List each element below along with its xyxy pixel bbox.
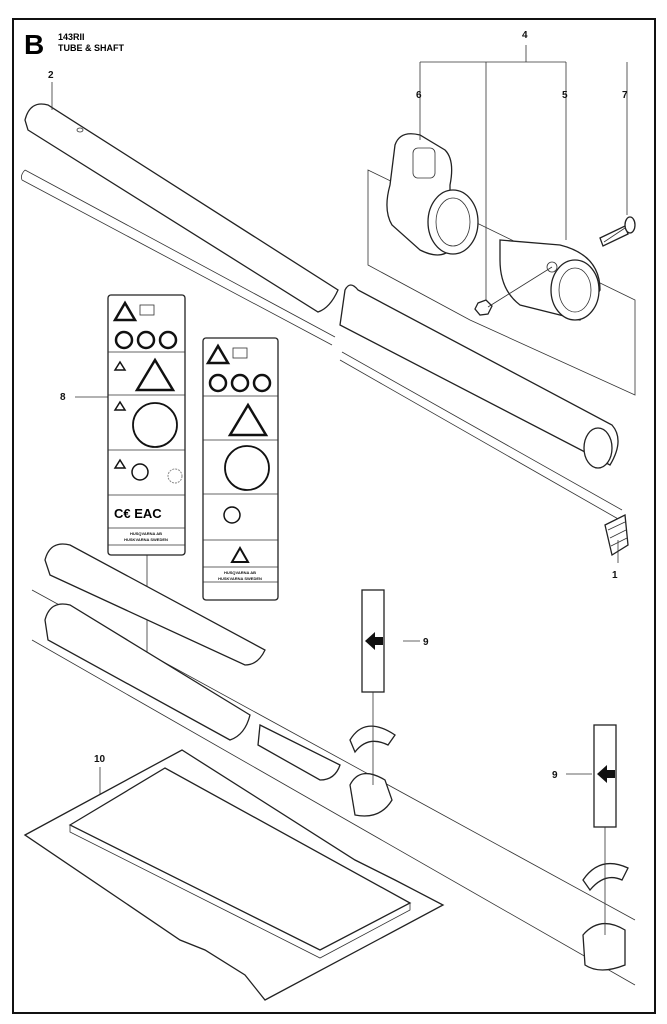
handle-clamp-part-6 [386,133,479,256]
assembly-line [487,227,626,308]
warning-decal-small: HUSQVARNA AB HUSKVARNA SWEDEN [202,337,279,601]
callout-9: 9 [423,637,429,648]
lower-shaft [31,543,636,986]
arrow-decal-part-9 [361,589,385,785]
clamp-part-5 [499,239,601,321]
manual-part-10 [23,749,445,1001]
callout-1: 1 [612,570,618,581]
nut-part [474,299,493,316]
callout-9: 9 [552,770,558,781]
callout-7: 7 [622,90,628,101]
certification-marks: C€ EAC [114,506,162,521]
callout-4: 4 [522,30,528,41]
screw-part-7 [599,216,636,247]
callout-2: 2 [48,70,54,81]
callout-8: 8 [60,392,66,403]
diagram-frame [12,18,656,1014]
callout-5: 5 [562,90,568,101]
arrow-decal-part-9 [593,724,617,935]
section-letter: B [24,29,44,60]
model-name: 143RII [58,32,85,42]
section-title: TUBE & SHAFT [58,43,124,53]
warning-decal-large-part-8: C€ EAC HUSQVARNA AB HUSKVARNA SWEDEN [107,294,186,556]
decal-place-text: HUSKVARNA SWEDEN [218,576,262,581]
tube-part-right [339,284,629,557]
decal-maker-text: HUSQVARNA AB [130,531,162,536]
callout-10: 10 [94,754,106,765]
callout-6: 6 [416,90,422,101]
decal-maker-text: HUSQVARNA AB [224,570,256,575]
decal-place-text: HUSKVARNA SWEDEN [124,537,168,542]
tube-part-2 [21,103,339,346]
